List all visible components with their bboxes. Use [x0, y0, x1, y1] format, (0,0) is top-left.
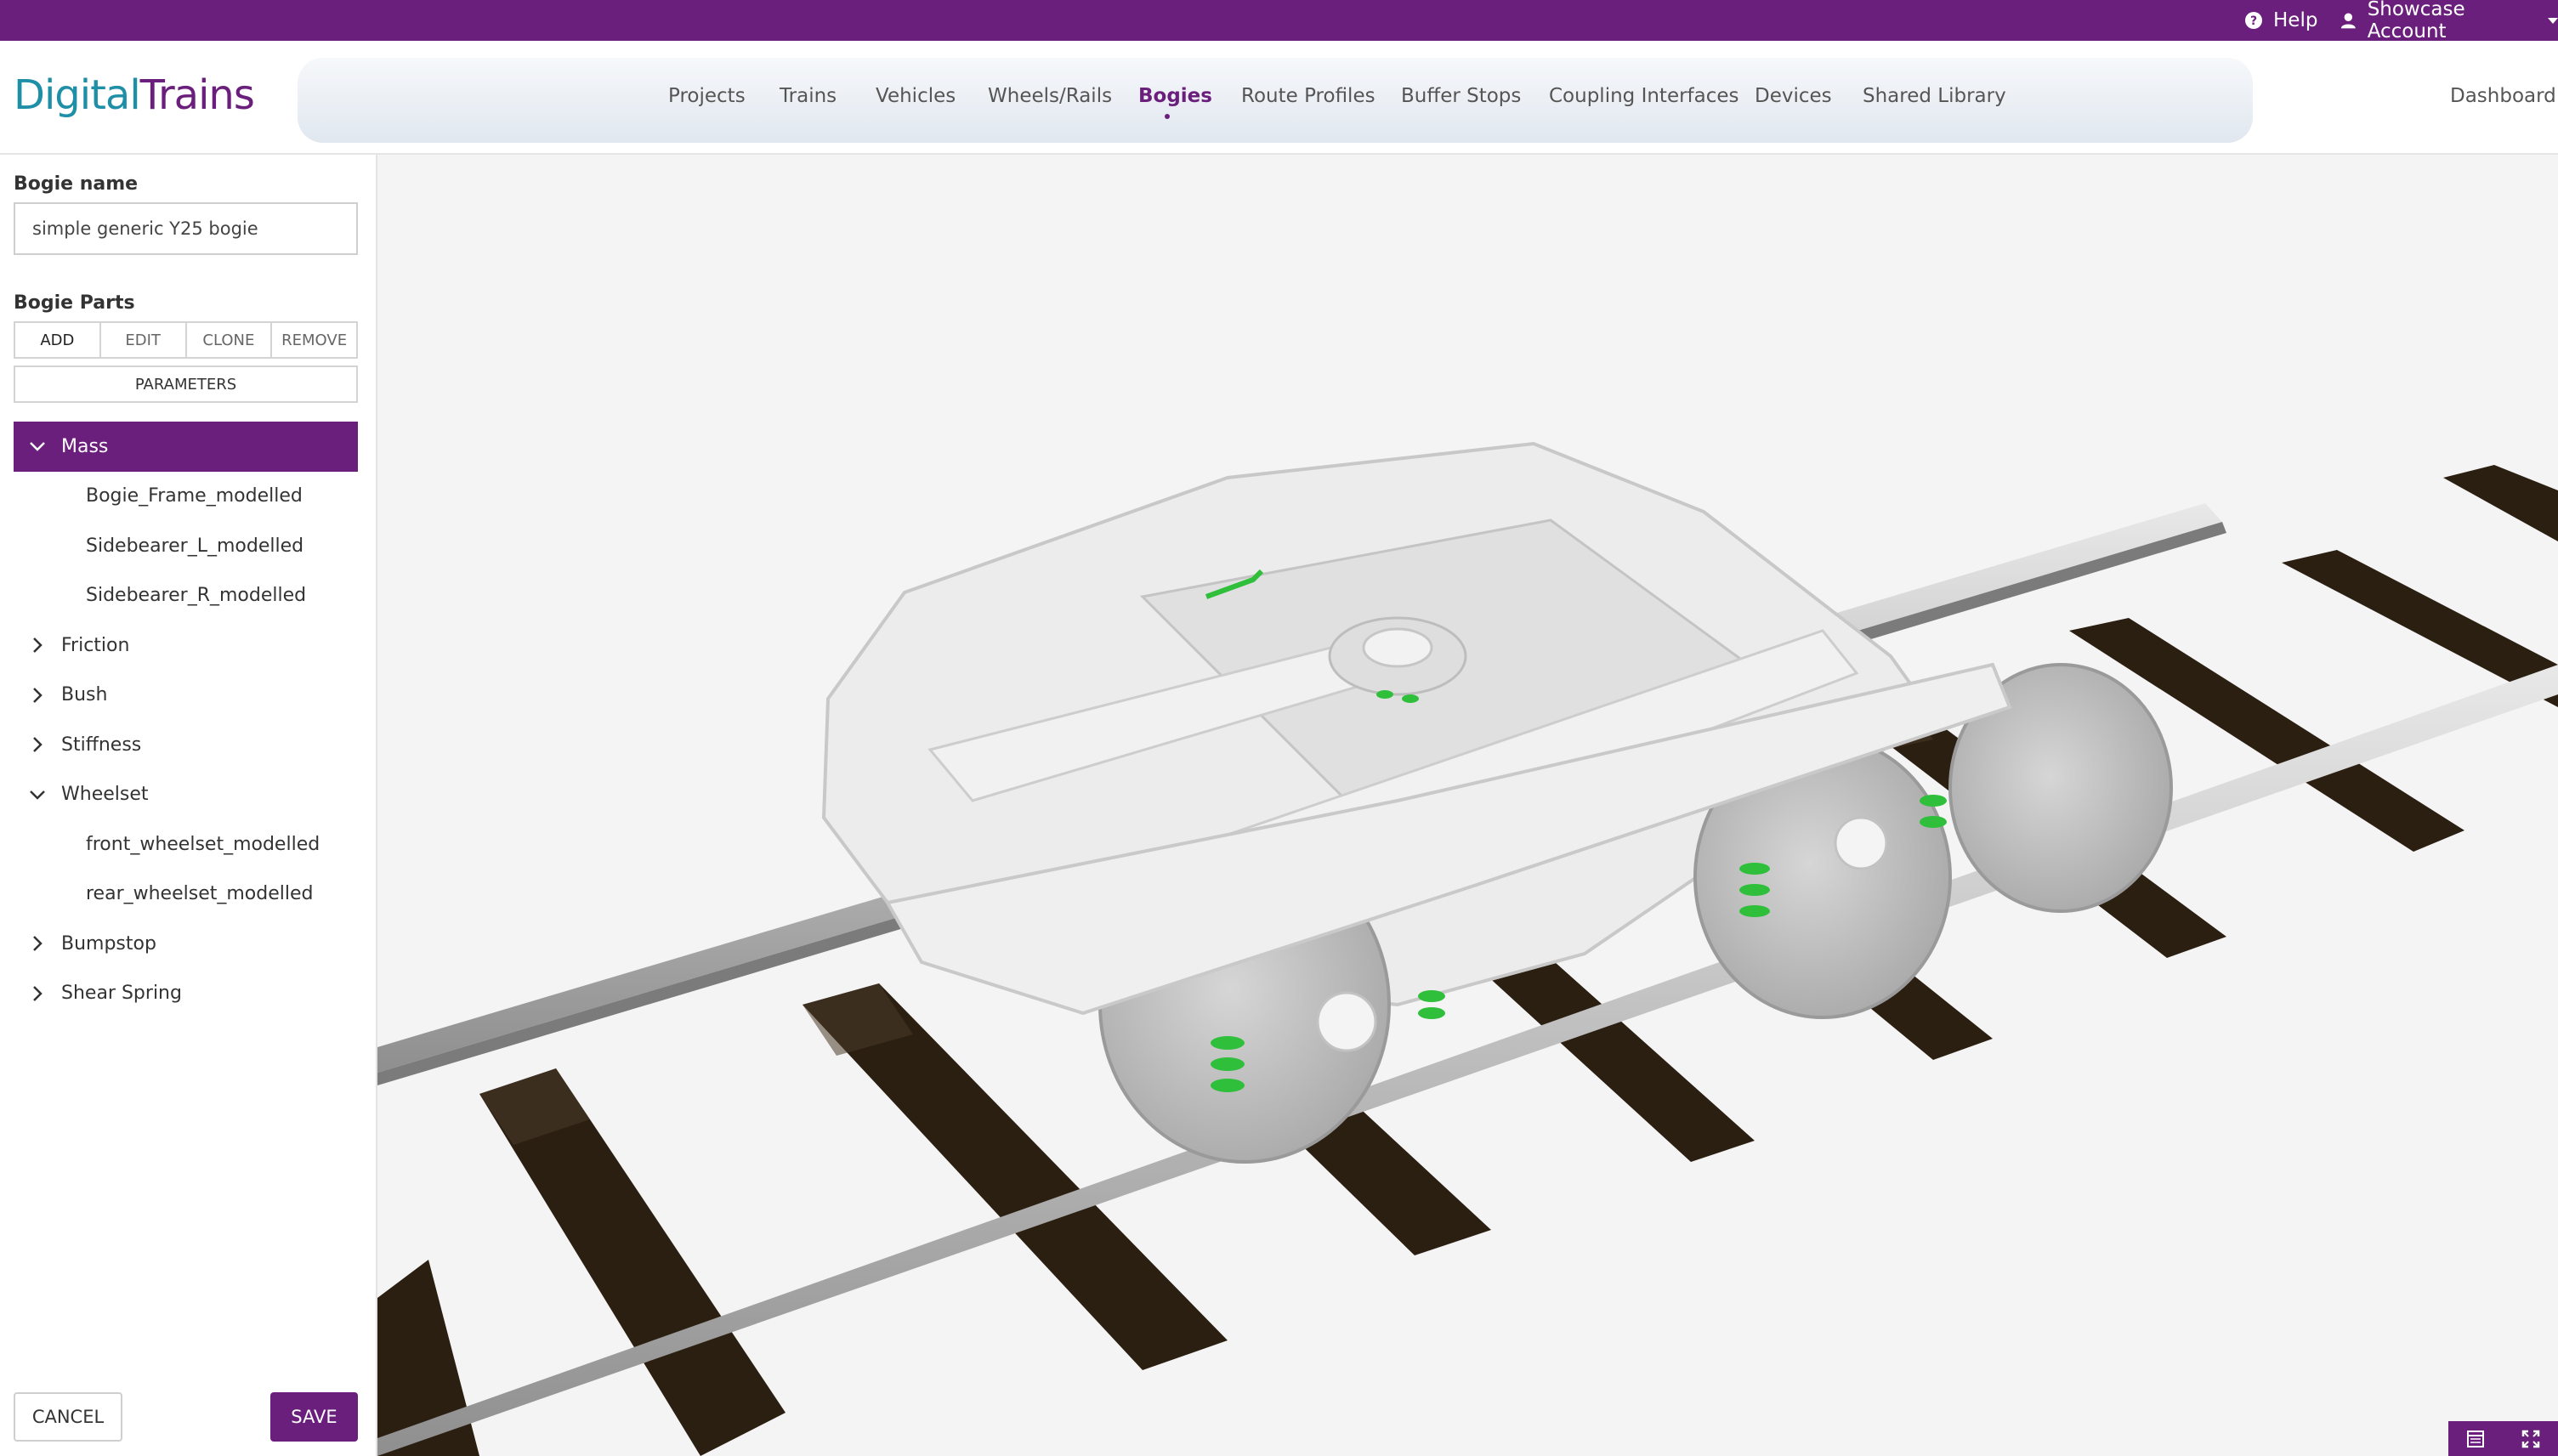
account-menu[interactable]: Showcase Account: [2340, 0, 2558, 42]
nav-buffer-stops[interactable]: Buffer Stops: [1401, 85, 1522, 107]
tree-node-shear-spring[interactable]: Shear Spring: [14, 969, 358, 1019]
tree-node-bush[interactable]: Bush: [14, 671, 358, 721]
help-link[interactable]: ? Help: [2244, 0, 2317, 41]
tree-node-label: Wheelset: [61, 784, 149, 806]
svg-text:?: ?: [2250, 14, 2257, 28]
nav-vehicles[interactable]: Vehicles: [876, 85, 956, 107]
save-button[interactable]: SAVE: [270, 1392, 358, 1442]
clone-button[interactable]: CLONE: [187, 323, 273, 357]
bogie-name-label: Bogie name: [14, 173, 139, 195]
chevron-right-icon: [14, 736, 61, 753]
nav-route-profiles[interactable]: Route Profiles: [1241, 85, 1375, 107]
chevron-right-icon: [14, 637, 61, 654]
cancel-button[interactable]: CANCEL: [14, 1392, 122, 1442]
bogie-parts-tree: Mass Bogie_Frame_modelled Sidebearer_L_m…: [14, 422, 358, 1018]
bogie-parts-label: Bogie Parts: [14, 292, 135, 314]
tree-node-bumpstop[interactable]: Bumpstop: [14, 919, 358, 969]
tree-leaf-bogie-frame[interactable]: Bogie_Frame_modelled: [86, 485, 303, 507]
main-header: DigitalTrains Projects Trains Vehicles W…: [0, 41, 2558, 155]
bogie-model: [821, 441, 2173, 1164]
nav-trains[interactable]: Trains: [780, 85, 837, 107]
help-circle-icon: ?: [2245, 12, 2262, 29]
tree-node-label: Bush: [61, 684, 108, 706]
nav-devices[interactable]: Devices: [1755, 85, 1832, 107]
caret-down-icon: [2548, 17, 2558, 24]
tree-leaf-rear-wheelset[interactable]: rear_wheelset_modelled: [86, 883, 314, 905]
tree-node-wheelset[interactable]: Wheelset: [14, 770, 358, 820]
bogie-3d-render: [377, 441, 2558, 1456]
remove-button[interactable]: REMOVE: [281, 331, 348, 349]
bogie-name-input[interactable]: [14, 202, 358, 255]
fullscreen-icon[interactable]: [2521, 1429, 2541, 1449]
tree-node-label: Friction: [61, 634, 130, 656]
top-bar: ? Help Showcase Account: [0, 0, 2558, 42]
tree-node-label: Bumpstop: [61, 932, 156, 955]
chevron-right-icon: [14, 985, 61, 1002]
parameters-button[interactable]: PARAMETERS: [14, 365, 358, 403]
tree-node-mass[interactable]: Mass: [14, 422, 358, 472]
chevron-down-icon: [14, 789, 61, 801]
digitaltrains-logo[interactable]: DigitalTrains: [14, 71, 255, 119]
tree-node-friction[interactable]: Friction: [14, 620, 358, 671]
tree-node-stiffness[interactable]: Stiffness: [14, 720, 358, 770]
parts-action-group: ADD EDIT CLONE REMOVE: [14, 321, 358, 359]
nav-coupling-interfaces[interactable]: Coupling Interfaces: [1549, 85, 1739, 107]
panel-icon[interactable]: [2465, 1429, 2486, 1449]
header-decoration: [298, 58, 2253, 143]
3d-bogie-viewport[interactable]: [377, 155, 2558, 1456]
tree-leaf-front-wheelset[interactable]: front_wheelset_modelled: [86, 833, 320, 855]
nav-shared-library[interactable]: Shared Library: [1863, 85, 2006, 107]
help-label: Help: [2273, 9, 2318, 31]
tree-node-label: Mass: [61, 435, 109, 457]
active-nav-indicator: [1165, 114, 1170, 119]
nav-wheels-rails[interactable]: Wheels/Rails: [988, 85, 1113, 107]
chevron-right-icon: [14, 935, 61, 952]
user-icon: [2340, 13, 2356, 29]
tree-leaf-sidebearer-l[interactable]: Sidebearer_L_modelled: [86, 535, 304, 557]
chevron-right-icon: [14, 687, 61, 704]
nav-projects[interactable]: Projects: [668, 85, 746, 107]
tree-leaf-sidebearer-r[interactable]: Sidebearer_R_modelled: [86, 585, 307, 607]
chevron-down-icon: [14, 440, 61, 452]
tree-node-label: Shear Spring: [61, 983, 182, 1005]
tree-node-label: Stiffness: [61, 734, 142, 756]
nav-dashboard[interactable]: Dashboard: [2450, 85, 2556, 107]
add-button[interactable]: ADD: [15, 323, 101, 357]
bogie-editor-sidebar: Bogie name Bogie Parts ADD EDIT CLONE RE…: [0, 155, 377, 1456]
edit-button[interactable]: EDIT: [101, 323, 187, 357]
account-label: Showcase Account: [2367, 0, 2465, 42]
viewport-toolbar: [2448, 1421, 2558, 1456]
nav-bogies[interactable]: Bogies: [1138, 85, 1212, 107]
